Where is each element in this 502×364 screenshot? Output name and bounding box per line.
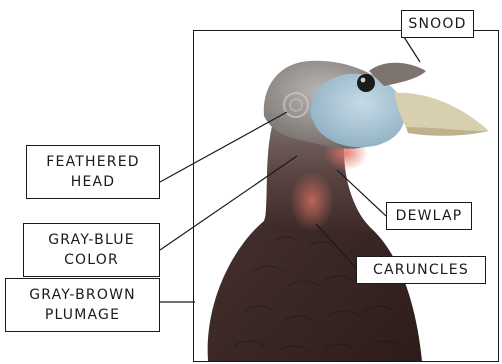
- label-dewlap-line-1: DEWLAP: [396, 206, 463, 226]
- label-gray-blue-color: GRAY-BLUE COLOR: [23, 223, 160, 277]
- label-snood: SNOOD: [401, 10, 474, 38]
- turkey-photo-frame: [193, 30, 499, 362]
- label-snood-line-1: SNOOD: [408, 14, 466, 34]
- turkey-photo: [194, 31, 498, 361]
- label-gray-brown-plumage: GRAY-BROWN PLUMAGE: [5, 278, 160, 332]
- label-dewlap: DEWLAP: [386, 202, 472, 230]
- label-gray-blue-color-line-2: COLOR: [64, 250, 119, 270]
- label-feathered-head: FEATHERED HEAD: [26, 145, 160, 199]
- caruncles-patch: [290, 171, 334, 231]
- label-feathered-head-line-1: FEATHERED: [46, 152, 139, 172]
- label-caruncles: CARUNCLES: [356, 256, 486, 284]
- beak: [394, 93, 489, 131]
- label-gray-brown-plumage-line-1: GRAY-BROWN: [29, 285, 136, 305]
- label-caruncles-line-1: CARUNCLES: [373, 260, 469, 280]
- eye: [357, 74, 375, 92]
- label-feathered-head-line-2: HEAD: [71, 172, 116, 192]
- label-gray-blue-color-line-1: GRAY-BLUE: [48, 230, 135, 250]
- label-gray-brown-plumage-line-2: PLUMAGE: [45, 305, 120, 325]
